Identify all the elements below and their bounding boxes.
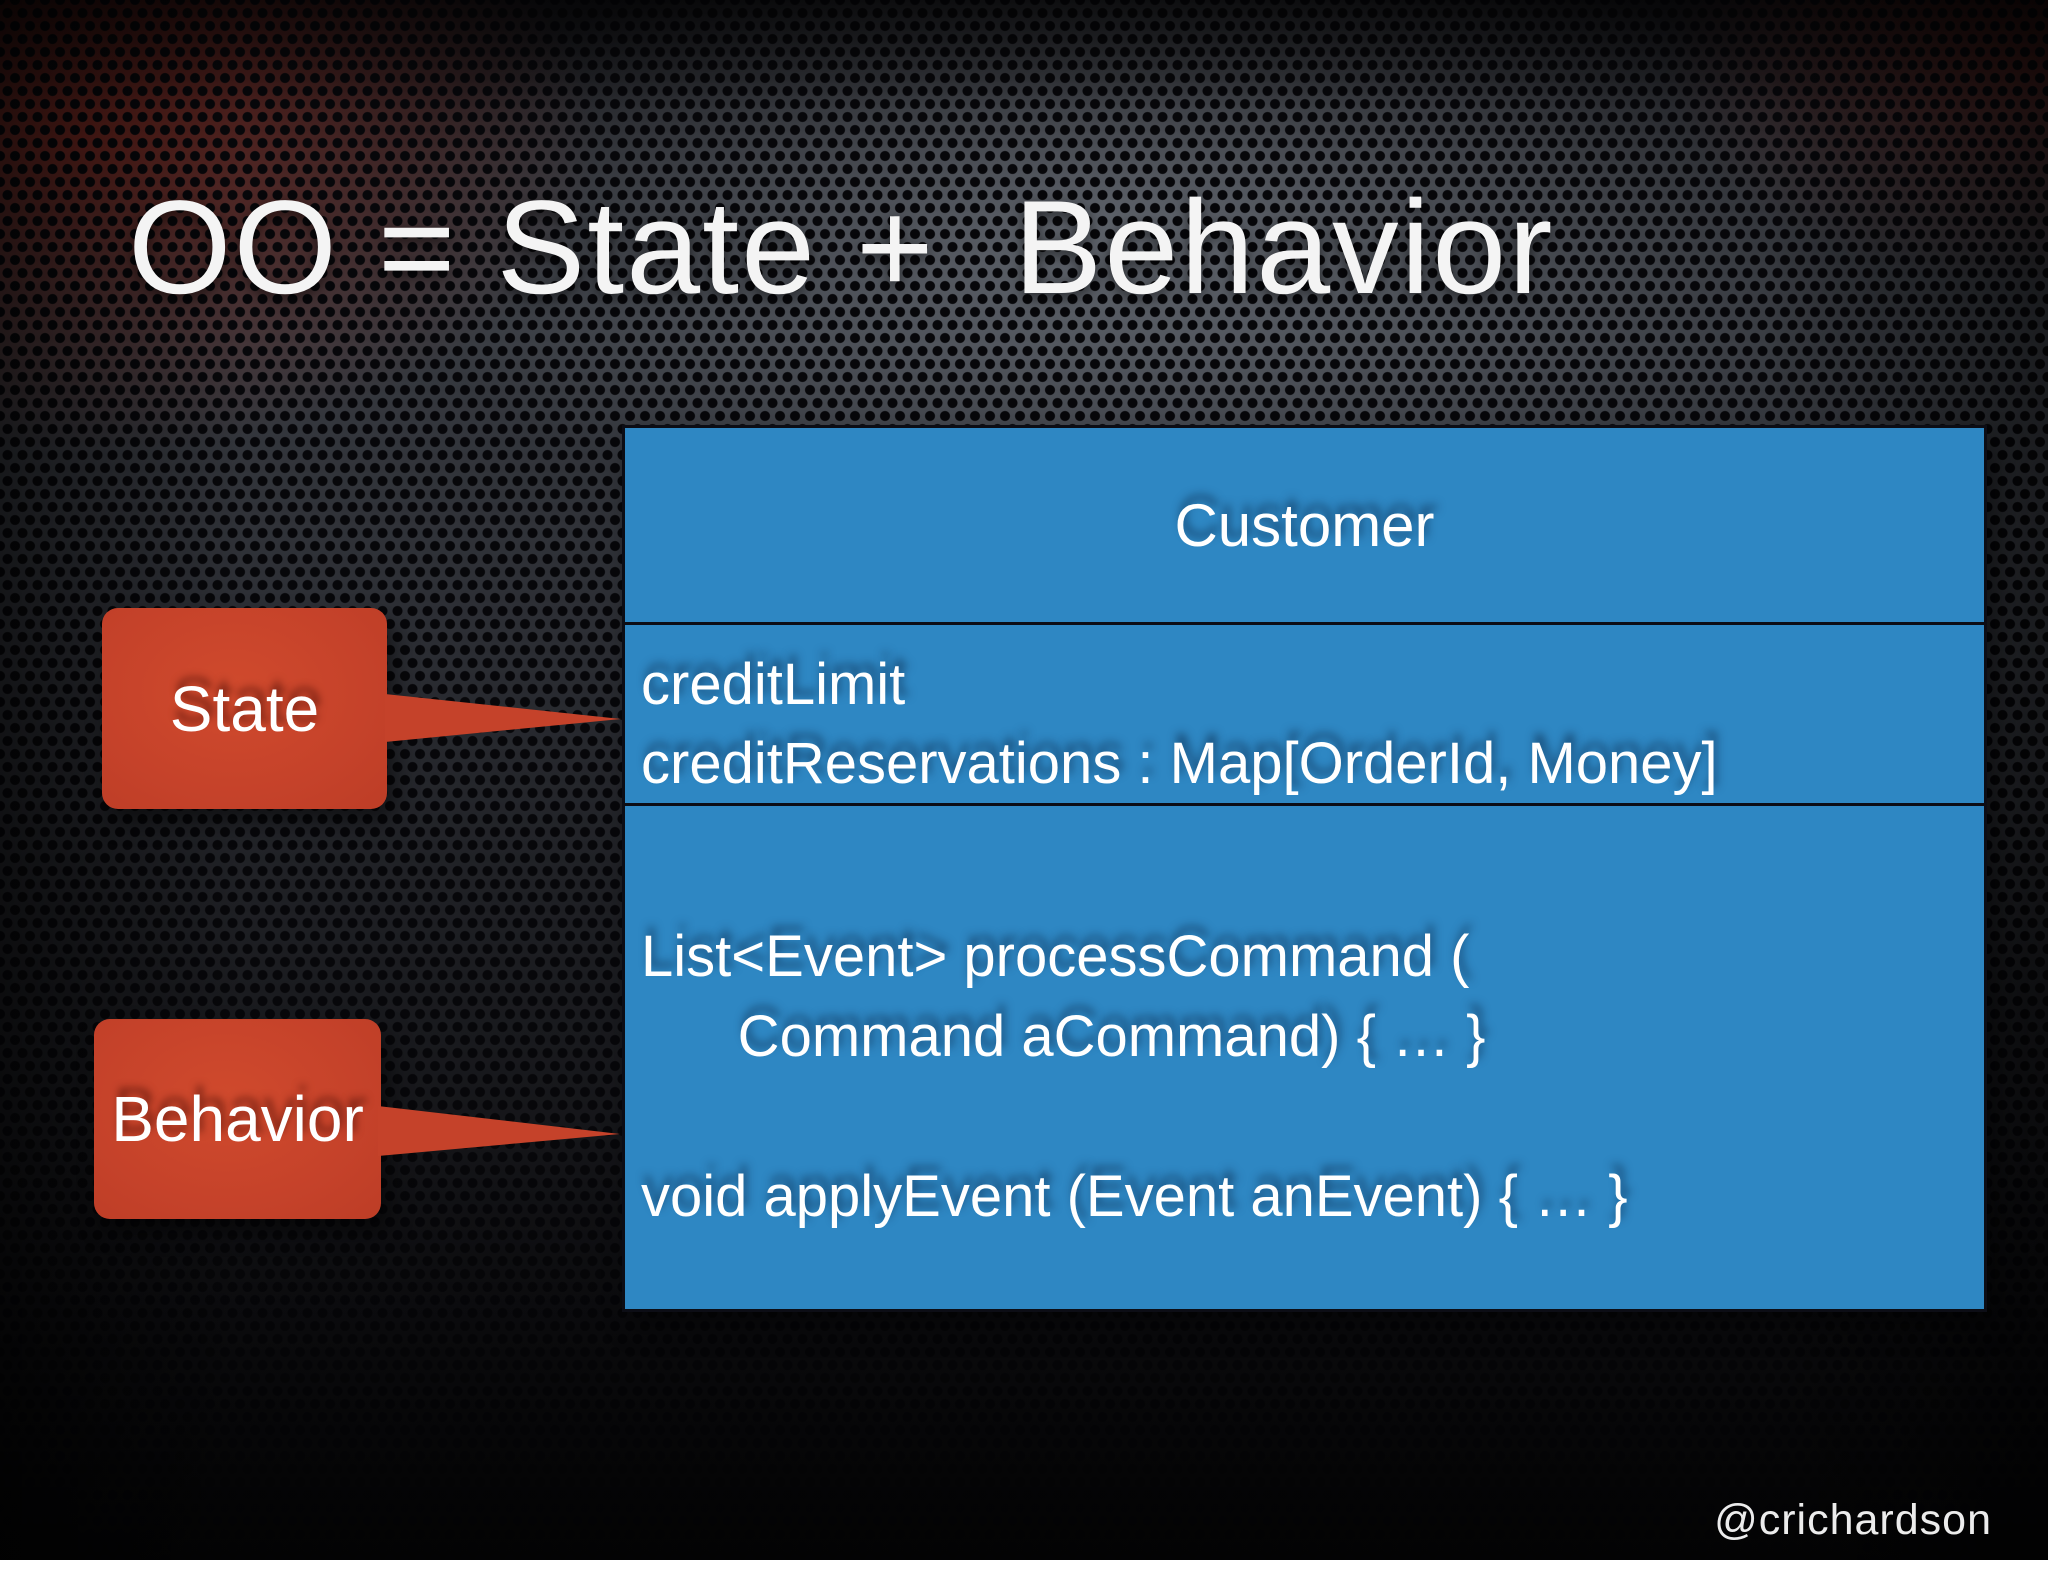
class-name-compartment: Customer <box>625 428 1984 625</box>
class-attributes-compartment: creditLimit creditReservations : Map[Ord… <box>625 625 1984 806</box>
attribute-line: creditReservations : Map[OrderId, Money] <box>641 731 1718 796</box>
callout-state: State <box>102 608 387 809</box>
uml-class-box: Customer creditLimit creditReservations … <box>622 425 1987 1312</box>
slide-title: OO = State + Behavior <box>128 174 1555 322</box>
class-methods-compartment: List<Event> processCommand ( Command aCo… <box>625 806 1984 1309</box>
method-line: Command aCommand) { … } <box>641 1004 1486 1069</box>
callout-behavior: Behavior <box>94 1019 381 1219</box>
callout-behavior-pointer-arrow <box>378 1106 620 1156</box>
attribution-handle: @crichardson <box>1714 1496 1992 1544</box>
attribute-line: creditLimit <box>641 652 906 717</box>
class-name: Customer <box>1174 491 1435 559</box>
callout-state-label: State <box>169 672 320 745</box>
method-line: void applyEvent (Event anEvent) { … } <box>641 1164 1628 1229</box>
callout-behavior-label: Behavior <box>111 1083 364 1155</box>
method-line: List<Event> processCommand ( <box>641 924 1470 989</box>
callout-state-pointer-arrow <box>385 694 621 742</box>
